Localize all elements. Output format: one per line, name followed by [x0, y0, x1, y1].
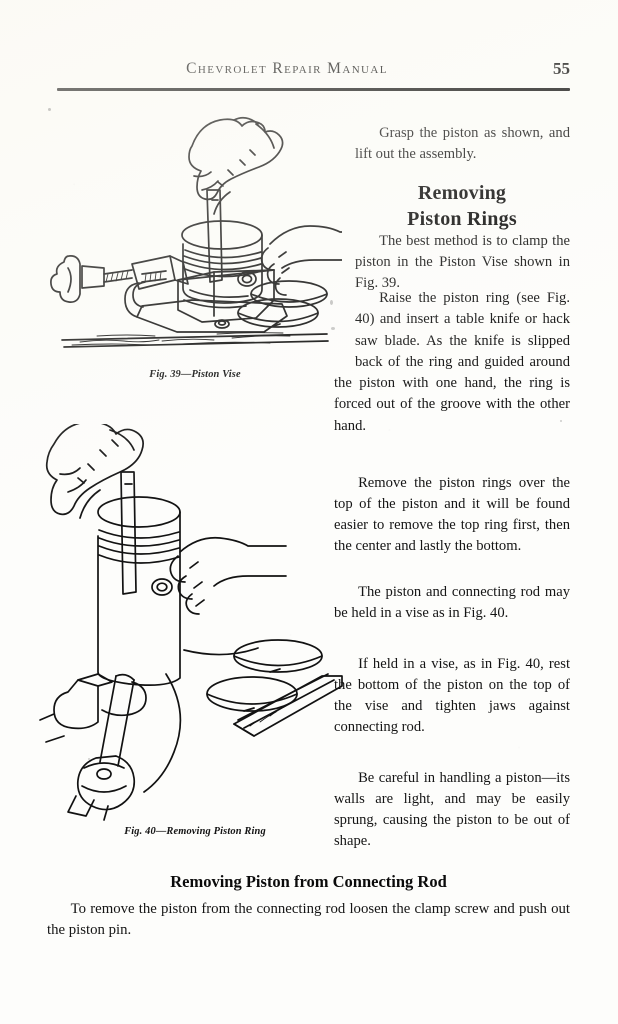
page-number: 55: [553, 59, 570, 78]
scan-speck: [331, 327, 335, 330]
header-rule: [57, 88, 570, 91]
scan-speck: [330, 300, 333, 305]
paragraph-remove-piston-rings: Remove the piston rings over the top of …: [334, 474, 570, 555]
paragraph-raise-piston-ring-container: Raise the piston ring (see Fig. 40) and …: [334, 288, 570, 437]
scan-speck: [88, 758, 90, 760]
figure-40-caption: Fig. 40—Removing Piston Ring: [124, 826, 266, 837]
figure-39-illustration: [42, 104, 342, 366]
paragraph-be-careful: Be careful in handling a piston—its wall…: [334, 769, 570, 850]
paragraph-if-held-in-vise: If held in a vise, as in Fig. 40, rest t…: [334, 655, 570, 736]
figure-text-wrap-spacer: [334, 288, 355, 373]
figure-40-illustration: [38, 424, 343, 822]
running-head: Chevrolet Repair Manual 55: [57, 59, 570, 90]
heading-line-2: Piston Rings: [407, 207, 517, 230]
scan-speck: [48, 108, 51, 111]
paragraph-to-remove-piston: To remove the piston from the connecting…: [47, 900, 570, 939]
heading-line-1: Removing: [417, 181, 507, 204]
paragraph-grasp-piston: Grasp the piston as shown, and lift out …: [355, 124, 570, 162]
figure-39-caption: Fig. 39—Piston Vise: [149, 369, 241, 380]
heading-removing-piston-rings: Removing Piston Rings: [352, 180, 572, 232]
paragraph-raise-piston-ring: Raise the piston ring (see Fig. 40) and …: [334, 290, 570, 434]
paragraph-piston-and-rod: The piston and connecting rod may be hel…: [334, 583, 570, 621]
header-title: Chevrolet Repair Manual: [186, 60, 388, 77]
scan-speck: [560, 420, 562, 422]
paragraph-best-method: The best method is to clamp the piston i…: [355, 232, 570, 292]
heading-removing-piston-from-connecting-rod: Removing Piston from Connecting Rod: [170, 871, 447, 891]
